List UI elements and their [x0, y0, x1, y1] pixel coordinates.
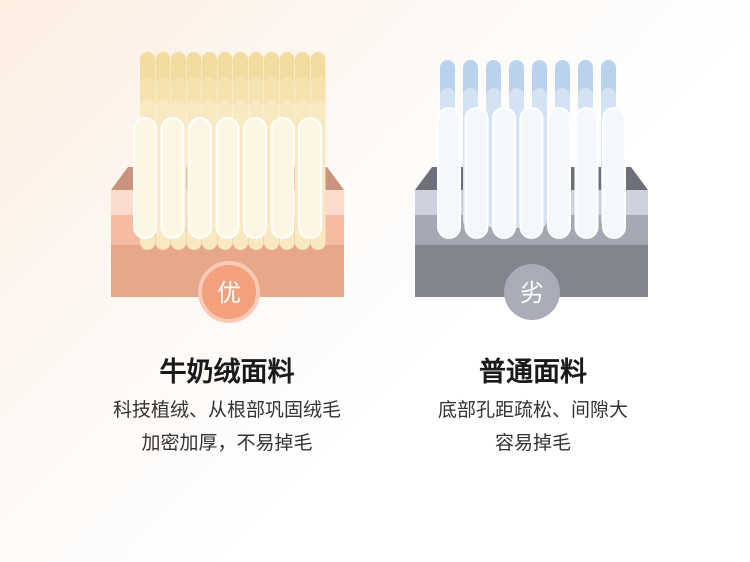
fiber: [243, 117, 267, 239]
desc-line: 科技植绒、从根部巩固绒毛: [112, 399, 341, 421]
fiber: [437, 107, 461, 239]
fiber: [519, 107, 544, 239]
milk-velvet-illustration: [111, 52, 344, 297]
desc-line: 加密加厚，不易掉毛: [141, 432, 313, 454]
product-title-milk-velvet: 牛奶绒面料: [159, 357, 295, 388]
fiber: [574, 107, 599, 239]
good-badge-label: 优: [217, 279, 241, 307]
desc-line: 容易掉毛: [494, 432, 571, 454]
fiber: [602, 107, 626, 239]
fiber: [492, 107, 516, 239]
fiber: [547, 107, 571, 239]
fiber: [215, 117, 240, 239]
fiber: [160, 117, 185, 239]
fiber: [188, 117, 212, 239]
fiber: [270, 117, 295, 239]
product-desc-milk-velvet: 科技植绒、从根部巩固绒毛 加密加厚，不易掉毛: [67, 394, 387, 460]
product-title-ordinary: 普通面料: [479, 357, 587, 388]
poor-badge: [504, 264, 560, 320]
desc-line: 底部孔距疏松、间隙大: [437, 399, 628, 421]
fiber: [298, 117, 322, 239]
good-badge: [198, 261, 260, 323]
ordinary-fabric-illustration: [415, 60, 648, 297]
fiber: [133, 117, 157, 239]
fiber: [464, 107, 489, 239]
product-desc-ordinary: 底部孔距疏松、间隙大 容易掉毛: [373, 394, 693, 460]
poor-badge-label: 劣: [520, 279, 544, 307]
